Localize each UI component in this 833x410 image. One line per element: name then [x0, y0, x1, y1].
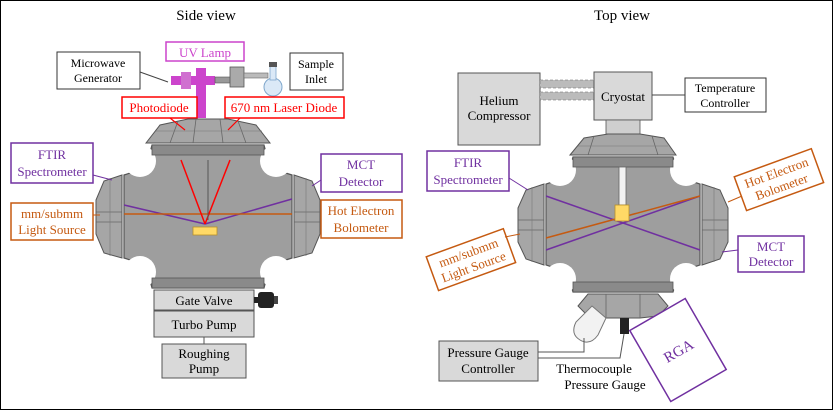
rga-group: RGA [628, 297, 728, 403]
top-heb-box [733, 147, 825, 212]
top-chamber-corner-tl [544, 154, 576, 186]
top-mct-box [737, 235, 805, 273]
side-mct-box [320, 153, 403, 193]
side-chamber-corner-br [260, 256, 292, 288]
top-mct-beam [545, 195, 701, 251]
top-sample [614, 204, 630, 222]
uv-lamp-label: UV Lamp [179, 45, 231, 60]
sample-inlet-line [243, 72, 269, 79]
top-cold-finger [618, 166, 627, 206]
side-mm-box [10, 202, 94, 241]
photodiode-label: Photodiode [129, 100, 188, 115]
sample-inlet-label-1: Sample [298, 57, 334, 71]
top-left-flange [517, 183, 545, 266]
thermocouple-label-2: Pressure Gauge [564, 377, 645, 392]
sample-inlet-box [289, 52, 344, 91]
side-sample [192, 226, 218, 236]
uv-lamp-tube-vertical [196, 68, 206, 118]
microwave-connector [139, 71, 169, 83]
side-heb-label-2: Bolometer [334, 220, 390, 235]
side-mm-label-2: Light Source [18, 222, 86, 237]
top-view-title: Top view [594, 8, 650, 24]
side-chamber-corner-tl [124, 145, 156, 177]
helium-hoses [539, 79, 595, 101]
top-mm-label-group: mm/submm Light Source [425, 227, 517, 292]
helium-compressor-box [457, 72, 541, 146]
side-ftir-label-1: FTIR [38, 147, 67, 162]
photodiode-box [121, 96, 198, 119]
sample-inlet-label-2: Inlet [305, 72, 328, 86]
roughing-pump-label-2: Pump [189, 361, 219, 376]
side-chamber-corner-bl [124, 256, 156, 288]
top-ftir-box [426, 150, 510, 192]
microwave-label-2: Generator [74, 71, 122, 85]
side-right-flange [293, 174, 321, 259]
top-heb-label-group: Hot Electron Bolometer [733, 147, 825, 212]
side-mct-label-1: MCT [347, 157, 375, 172]
temperature-label-2: Controller [700, 96, 749, 110]
side-heb-box [320, 199, 403, 239]
rga-box [628, 297, 728, 403]
side-ftir-box [10, 142, 94, 184]
top-mct-label-1: MCT [757, 239, 785, 254]
cryostat-label: Cryostat [601, 89, 645, 104]
thermocouple-gauge-icon [620, 318, 629, 334]
side-view-title: Side view [176, 8, 236, 24]
turbo-pump-box [153, 310, 255, 338]
uv-lamp-box [165, 41, 245, 62]
roughing-pump-label-1: Roughing [178, 346, 230, 361]
pressure-gauge-controller-box [438, 340, 539, 382]
side-laser-beam-2 [204, 159, 231, 225]
top-view: Helium Compressor Cryostat Temperature C… [425, 71, 825, 403]
thermocouple-label-1: Thermocouple [556, 361, 632, 376]
gate-valve-actuator-icon [258, 292, 274, 308]
side-mct-label-2: Detector [339, 174, 384, 189]
top-view-top-flange [568, 133, 677, 156]
sample-flask-stopper [269, 62, 277, 67]
microwave-label-1: Microwave [71, 56, 126, 70]
top-ftir-label-2: Spectrometer [433, 172, 503, 187]
top-right-flange [701, 183, 729, 266]
laser-diode-label: 670 nm Laser Diode [231, 100, 338, 115]
temperature-label-1: Temperature [695, 81, 755, 95]
side-laser-beam-1 [180, 159, 206, 225]
top-ftir-label-1: FTIR [454, 155, 483, 170]
laser-diode-box [224, 96, 345, 119]
top-chamber-corner-bl [544, 263, 576, 295]
turbo-pump-label: Turbo Pump [172, 317, 237, 332]
side-ftir-label-2: Spectrometer [17, 164, 87, 179]
sample-flask-icon [263, 77, 283, 97]
side-chamber-corner-tr [260, 145, 292, 177]
sample-inlet-valve [229, 66, 245, 88]
roughing-pump-box [161, 343, 247, 379]
top-mct-label-2: Detector [749, 254, 794, 269]
pressure-controller-label-2: Controller [461, 361, 515, 376]
temperature-controller-box [684, 77, 767, 113]
cryostat-box [593, 71, 653, 121]
uv-lamp-tube-horizontal [171, 76, 215, 85]
sample-flask-neck [269, 65, 277, 81]
pressure-gauge-bulb-icon [573, 305, 607, 343]
top-mm-box [425, 227, 517, 292]
pressure-controller-label-1: Pressure Gauge [447, 345, 528, 360]
side-heb-label-1: Hot Electron [328, 203, 395, 218]
gate-valve-label: Gate Valve [175, 293, 232, 308]
side-ftir-beam-2 [204, 198, 293, 225]
side-view: UV Lamp Microwave Generator Sample Inlet… [10, 41, 403, 379]
top-chamber-corner-tr [670, 154, 702, 186]
top-chamber-corner-br [670, 263, 702, 295]
microwave-generator-box [56, 51, 141, 90]
side-left-flange [95, 174, 123, 259]
side-mm-label-1: mm/submm [21, 206, 83, 221]
helium-label-1: Helium [480, 93, 519, 108]
uv-lamp-cap [181, 72, 191, 89]
helium-label-2: Compressor [468, 108, 532, 123]
